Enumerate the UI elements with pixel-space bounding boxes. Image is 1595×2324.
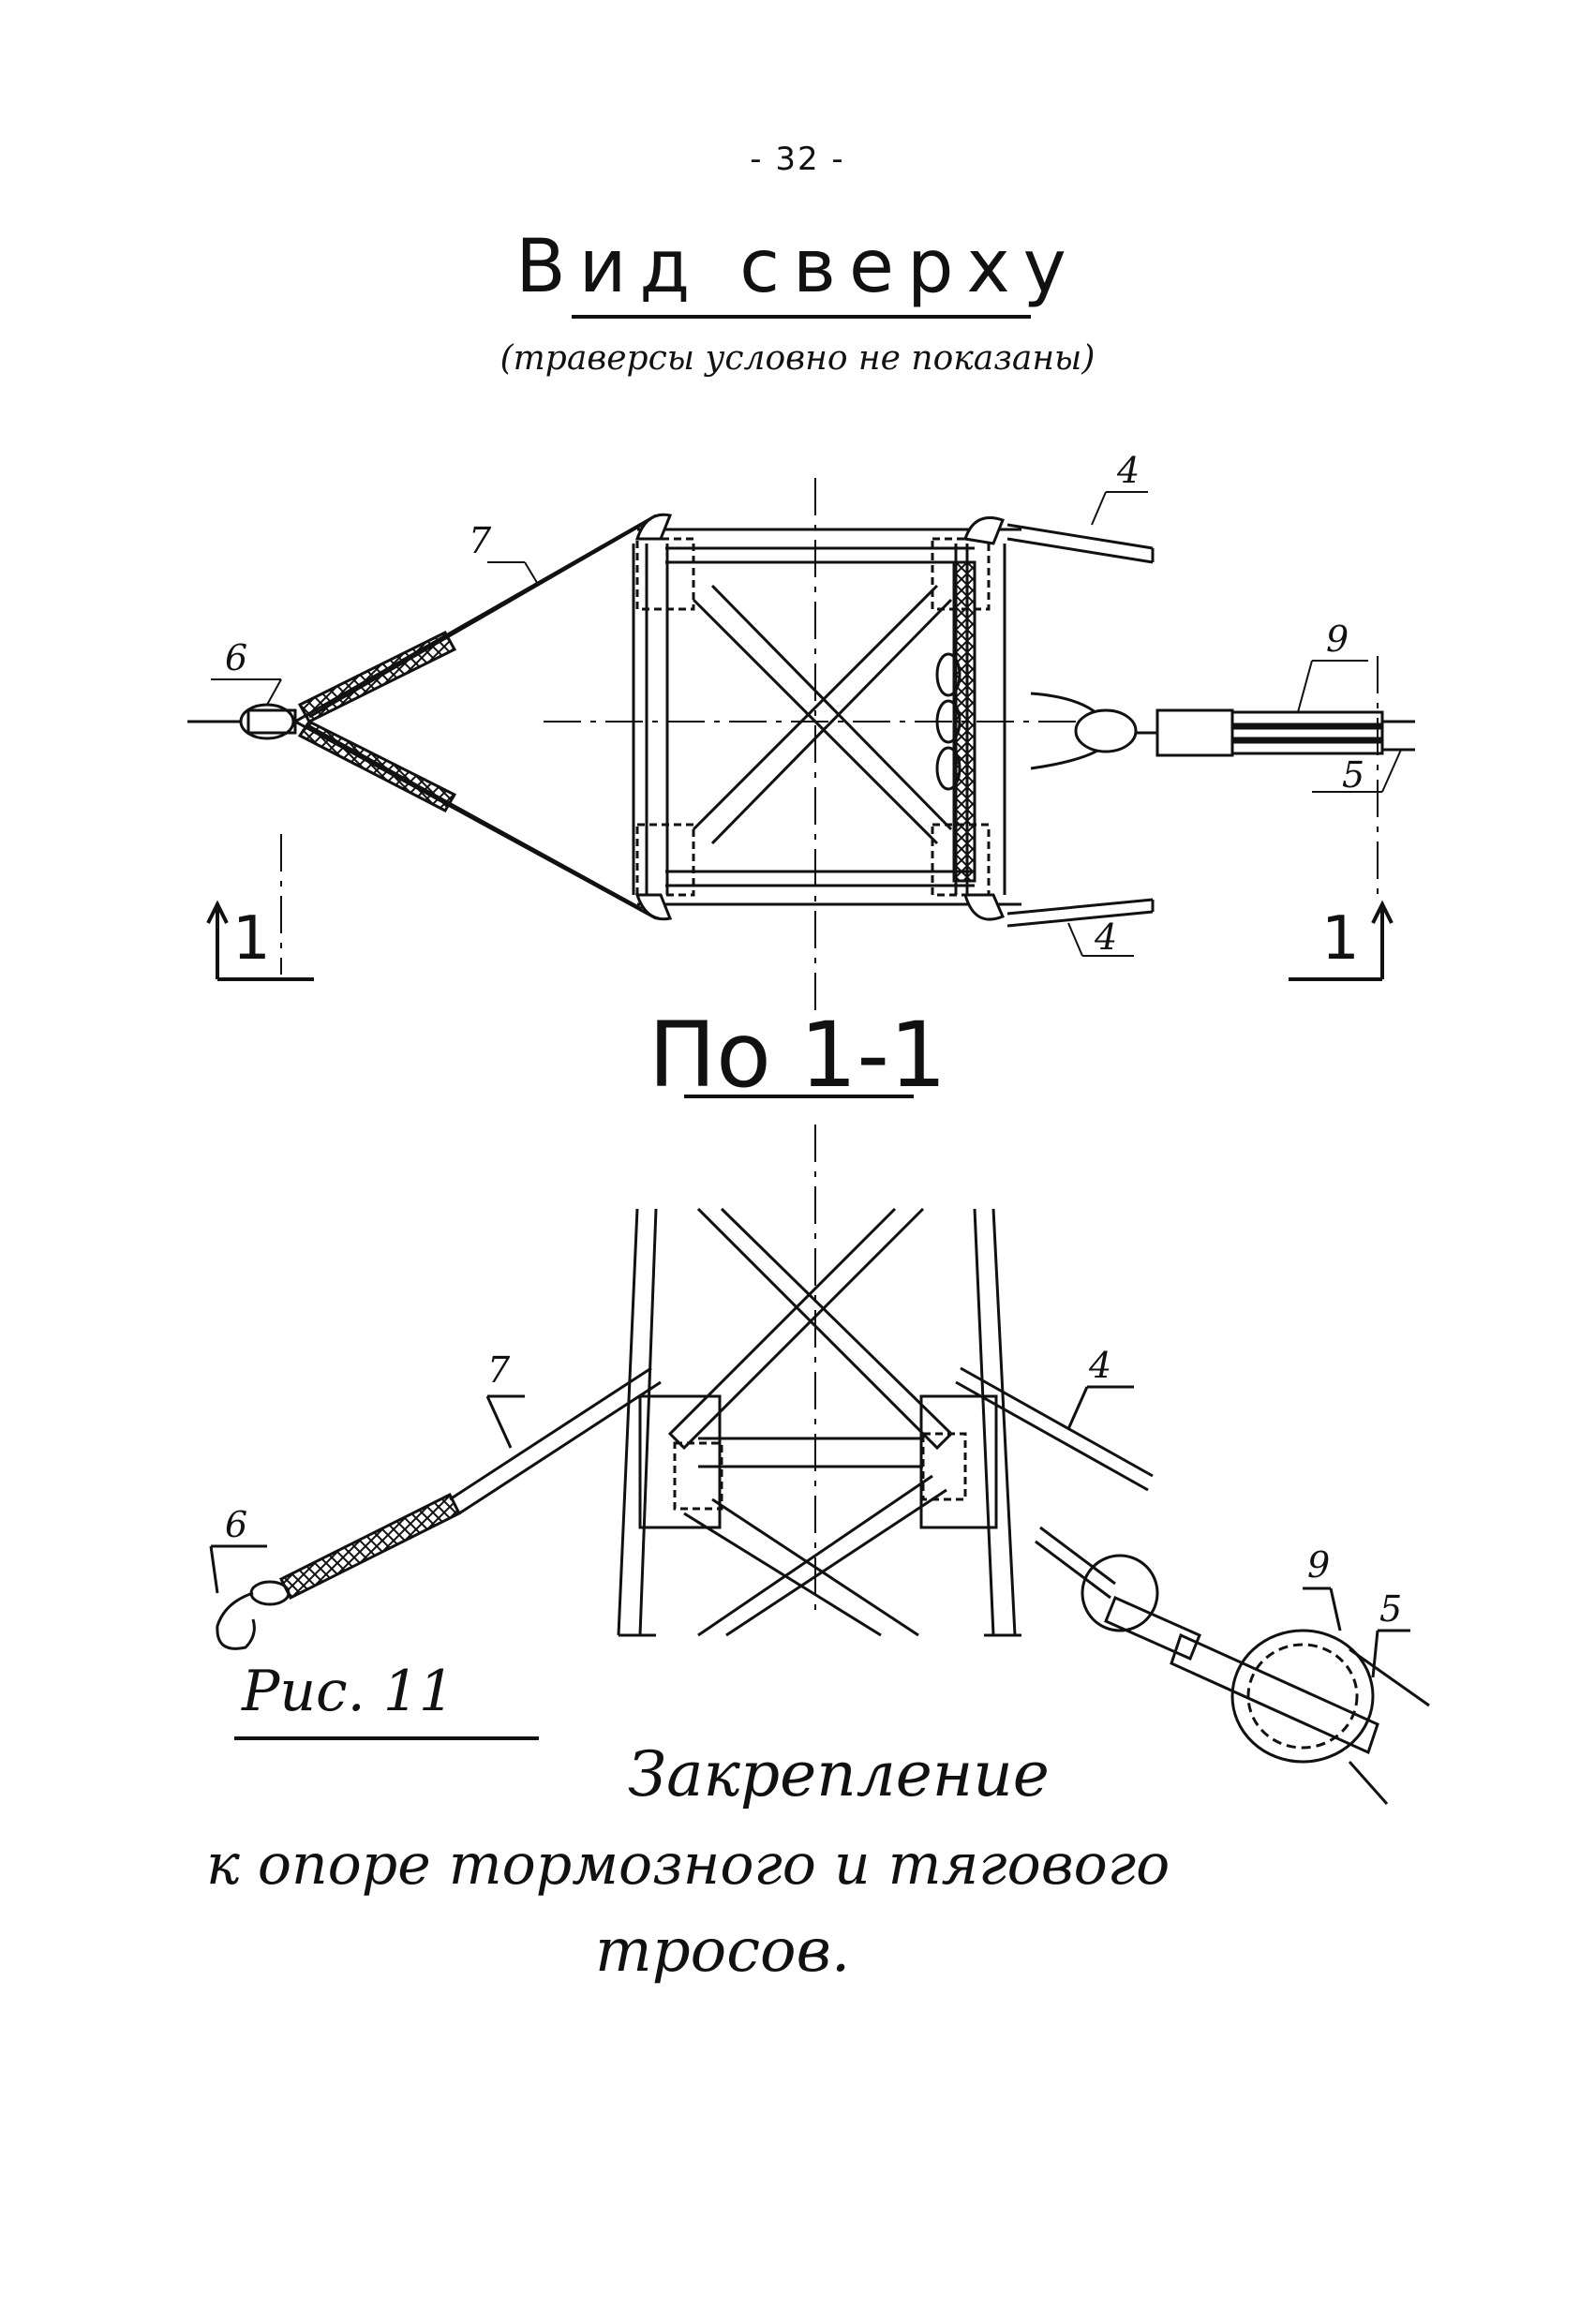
- callout-6-top: 6: [225, 637, 248, 678]
- callout-4-section: 4: [1089, 1345, 1112, 1386]
- cut-mark-right: 1: [1321, 904, 1360, 974]
- sling-elevation: [209, 1366, 662, 1650]
- section-cut-marks: [206, 900, 1394, 981]
- view-title: Вид сверху: [515, 225, 1080, 309]
- block-assembly: [1030, 692, 1415, 770]
- callout-9-section: 9: [1307, 1544, 1331, 1586]
- callout-7-top: 7: [469, 520, 492, 561]
- pulley: [1035, 1526, 1430, 1805]
- callout-6-section: 6: [225, 1504, 248, 1545]
- callout-9-top: 9: [1326, 618, 1349, 660]
- callout-5-top: 5: [1342, 754, 1365, 796]
- section-title: По 1-1: [648, 1003, 947, 1108]
- callout-7-section: 7: [487, 1349, 511, 1391]
- callout-4-bottom: 4: [1095, 916, 1118, 958]
- figure-label: Рис. 11: [242, 1659, 455, 1724]
- tower-plan: [632, 513, 1021, 921]
- caption-line-3: тросов.: [595, 1916, 851, 1986]
- callout-5-section: 5: [1379, 1588, 1403, 1630]
- caption-line-2: к опоре тормозного и тягового: [206, 1832, 1170, 1898]
- sling-cable-7: [187, 514, 657, 920]
- tower-elevation: [617, 1207, 1021, 1637]
- view-subtitle: (траверсы условно не показаны): [499, 339, 1096, 378]
- callout-4-top: 4: [1117, 450, 1140, 491]
- cable-4: [1006, 523, 1155, 928]
- page-number: - 32 -: [750, 141, 845, 178]
- caption-line-1: Закрепление: [628, 1738, 1050, 1810]
- cut-mark-left: 1: [232, 904, 271, 974]
